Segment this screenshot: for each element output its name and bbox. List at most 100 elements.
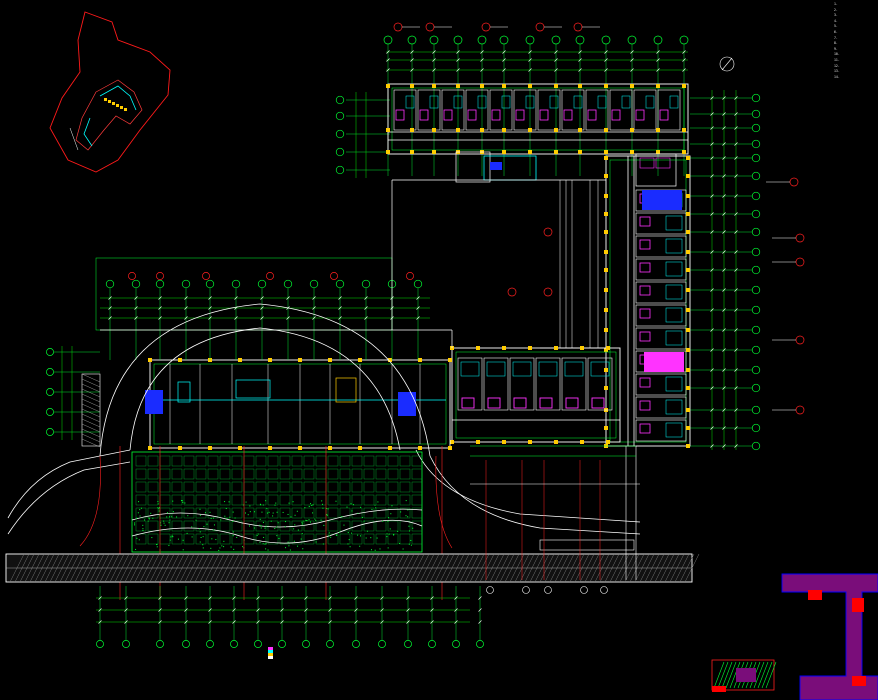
planting-dot [326, 514, 328, 516]
planting-dot [164, 524, 166, 526]
toilet-fixture [639, 262, 651, 273]
dimension-tick [98, 596, 102, 600]
road [5, 539, 700, 583]
structural-column [502, 346, 506, 350]
paving-tile [219, 533, 231, 545]
grid-bubble [751, 345, 761, 355]
planting-dot [357, 534, 359, 536]
planting-dot [223, 540, 225, 542]
planting-dot [322, 507, 324, 509]
planting-dot [182, 501, 184, 503]
property-line [79, 455, 101, 547]
grid-bubble [601, 35, 611, 45]
paving-tile [399, 481, 411, 493]
paving-tile [267, 507, 279, 519]
paving-tile [255, 481, 267, 493]
structural-column [388, 446, 392, 450]
grid-bubble [335, 111, 345, 121]
landscape-curve [131, 508, 423, 528]
paving-tile [387, 533, 399, 545]
planting-dot [199, 541, 201, 543]
paving-tile [411, 481, 423, 493]
structural-column [178, 358, 182, 362]
dimension-tick [710, 308, 714, 312]
room-outline [635, 235, 687, 258]
detail-callout [535, 22, 545, 32]
general-notes: 1.2.3.4.5.6.7.8.9.10.11.12.13.14. [834, 2, 878, 80]
driveway-edge [7, 461, 131, 535]
dimension-tick [604, 50, 608, 54]
planting-dot [391, 505, 393, 507]
paving-tile [387, 468, 399, 480]
planting-dot [306, 520, 308, 522]
planting-dot [389, 528, 391, 530]
structural-column [386, 150, 390, 154]
dimension-tick [604, 58, 608, 62]
planting-dot [294, 524, 296, 526]
planting-dot [363, 520, 365, 522]
dimension-tick [722, 328, 726, 332]
toilet-fixture [467, 109, 477, 121]
planting-dot [374, 549, 376, 551]
dimension-tick [364, 296, 368, 300]
dimension-tick [710, 250, 714, 254]
dimension-tick [432, 50, 436, 54]
paving-tile [315, 455, 327, 467]
planting-dot [265, 543, 267, 545]
paving-tile [267, 481, 279, 493]
paving-tile [303, 468, 315, 480]
planting-dot [215, 539, 217, 541]
paving-tile [231, 494, 243, 506]
planting-dot [353, 504, 355, 506]
dimension-tick [734, 126, 738, 130]
dimension-tick [480, 58, 484, 62]
grid-bubble [156, 640, 164, 648]
planting-dot [204, 512, 206, 514]
structural-column [656, 150, 660, 154]
dimension-tick [554, 58, 558, 62]
dimension-tick [480, 50, 484, 54]
structural-column [476, 346, 480, 350]
planting-dot [229, 516, 231, 518]
paving-tile [363, 455, 375, 467]
planting-dot [168, 544, 170, 546]
structural-column [456, 128, 460, 132]
paving-tile [327, 533, 339, 545]
dimension-tick [710, 212, 714, 216]
planting-dot [347, 543, 349, 545]
paving-tile [339, 507, 351, 519]
dimension-tick [158, 620, 162, 624]
dimension-tick [710, 348, 714, 352]
planting-dot [311, 504, 313, 506]
legend-swatch [268, 647, 273, 650]
toilet-fixture [539, 109, 549, 121]
hatch-line [81, 428, 101, 438]
dimension-tick [454, 596, 458, 600]
structural-column [604, 174, 608, 178]
footprint-glazing [99, 85, 137, 111]
structural-column [604, 386, 608, 390]
window-unit [486, 361, 506, 377]
toilet-fixture [639, 285, 651, 296]
planting-dot [232, 535, 234, 537]
paving-tile [171, 533, 183, 545]
lift-shaft [177, 381, 191, 403]
stair-fill [398, 392, 416, 416]
planting-dot [202, 544, 204, 546]
room-outline [441, 89, 465, 131]
paving-tile [315, 507, 327, 519]
planting-dot [375, 507, 377, 509]
grid-bubble [383, 35, 393, 45]
dimension-tick [682, 68, 686, 72]
planting-dot [156, 544, 158, 546]
dimension-tick [722, 348, 726, 352]
planting-dot [321, 500, 323, 502]
planting-dot [265, 548, 267, 550]
room-outline [457, 357, 483, 411]
structural-column [604, 250, 608, 254]
paving-tile [207, 520, 219, 532]
room-outline [635, 373, 687, 396]
north-arrow-needle [721, 57, 733, 71]
room-outline [587, 357, 613, 411]
planting-dot [242, 504, 244, 506]
